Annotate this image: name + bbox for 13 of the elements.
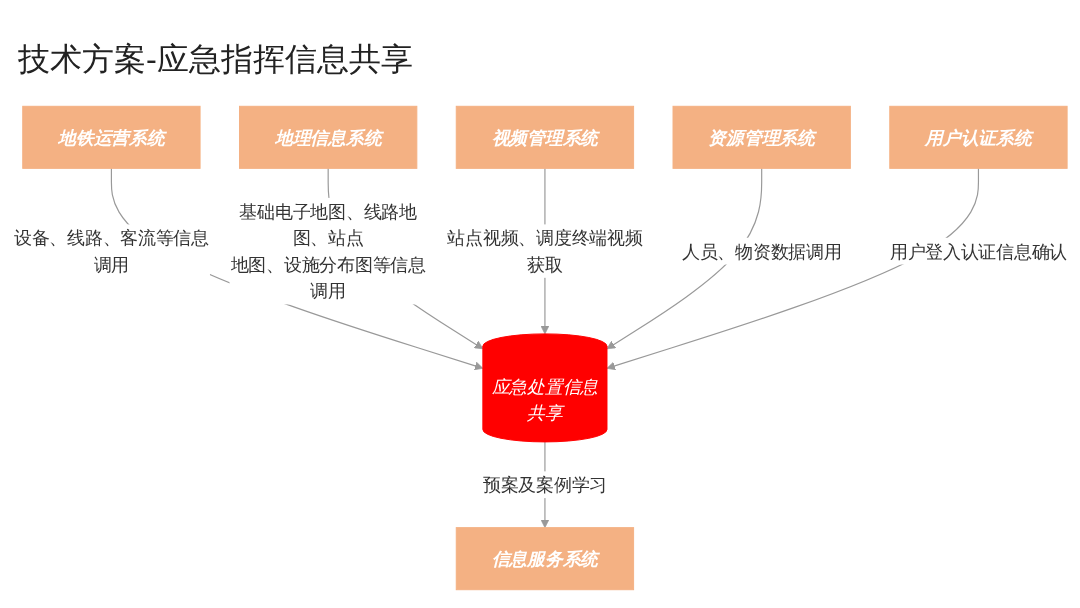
edge-label: 预案及案例学习 <box>482 473 607 495</box>
node-box: 用户认证系统 <box>889 105 1068 169</box>
node-box: 视频管理系统 <box>455 105 635 169</box>
node-box: 信息服务系统 <box>455 526 635 590</box>
node-box: 地理信息系统 <box>239 105 418 169</box>
node-box: 地铁运营系统 <box>22 105 201 169</box>
node-box: 资源管理系统 <box>672 105 851 169</box>
edge-label: 设备、线路、客流等信息调用 <box>13 226 209 275</box>
diagram-title: 技术方案-应急指挥信息共享 <box>18 39 413 80</box>
edge-label: 基础电子地图、线路地图、站点地图、设施分布图等信息调用 <box>230 200 426 301</box>
edge-label: 用户登入认证信息确认 <box>889 240 1068 261</box>
edge-label: 人员、物资数据调用 <box>681 240 842 261</box>
edge-label: 站点视频、调度终端视频获取 <box>447 226 643 275</box>
